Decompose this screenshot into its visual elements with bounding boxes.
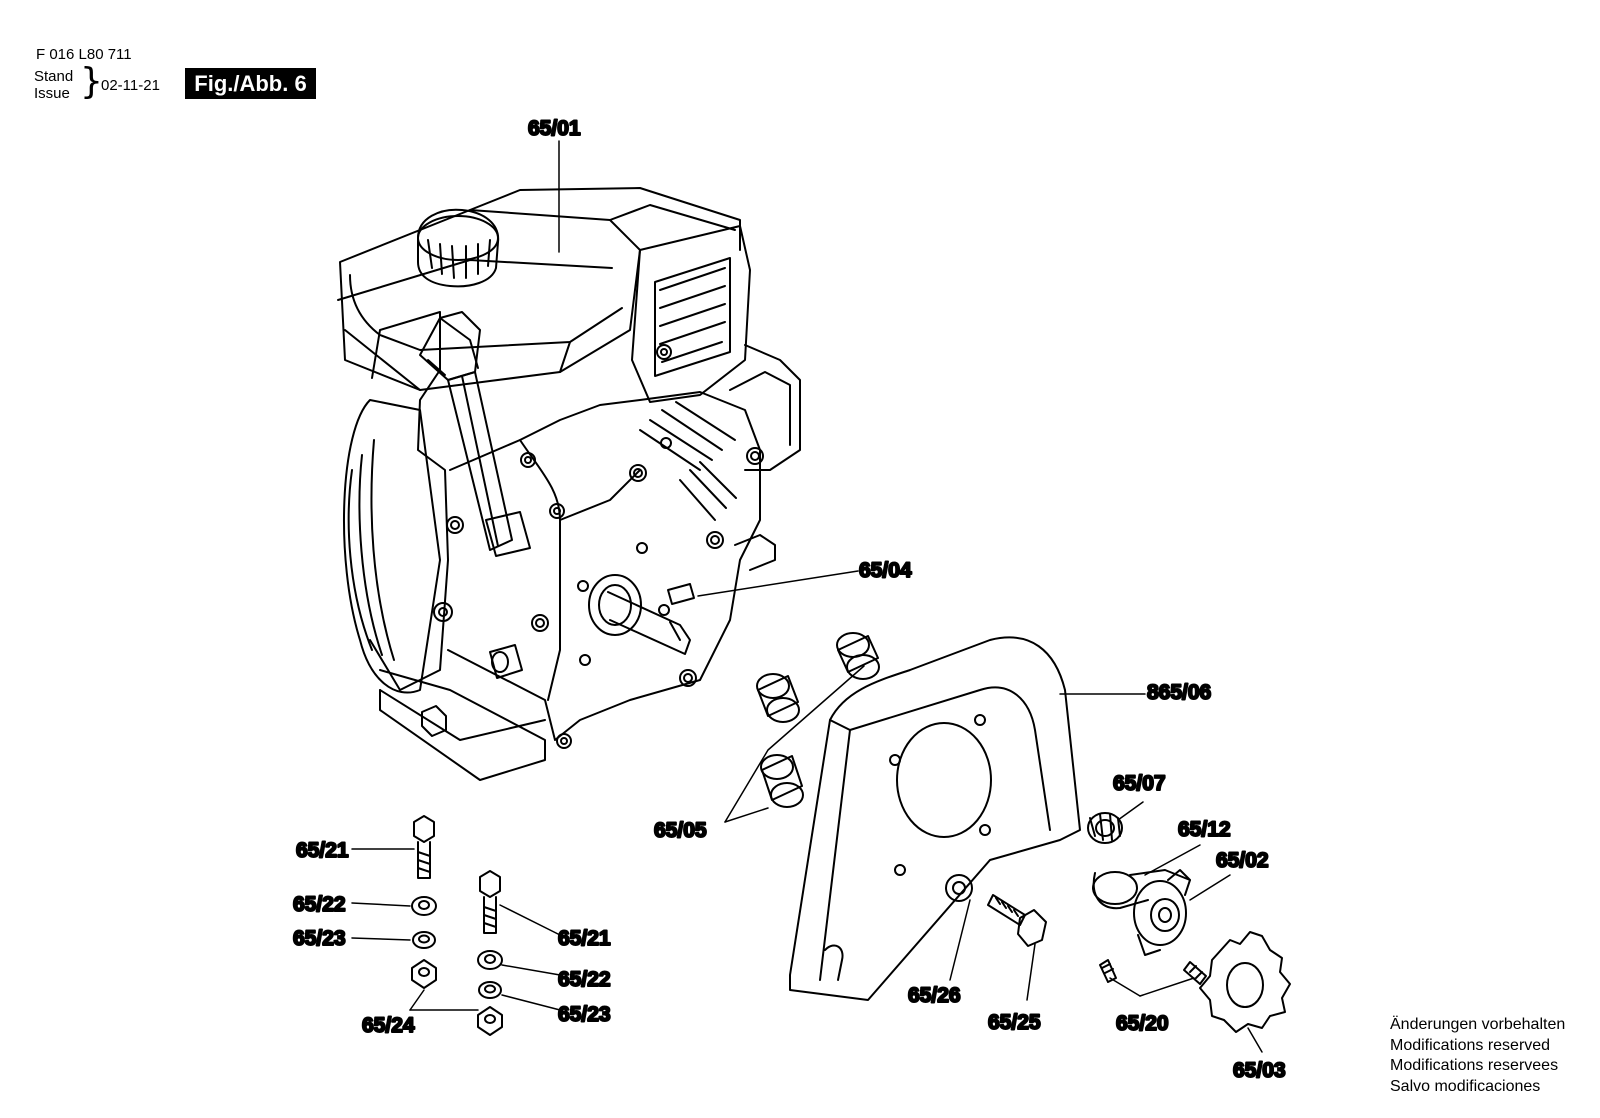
note-french: Modifications reservees (1390, 1057, 1559, 1074)
callout-65-20: 65/20 (1116, 1012, 1169, 1035)
callout-65-26: 65/26 (908, 984, 961, 1007)
sprocket-drawing (1199, 931, 1291, 1033)
callout-65-24: 65/24 (362, 1014, 415, 1037)
issue-date: 02-11-21 (101, 77, 160, 94)
callout-65-04: 65/04 (859, 559, 912, 582)
figure-label: Fig./Abb. 6 (185, 68, 316, 99)
pulley-drawing (1092, 869, 1191, 956)
washer-bolt-drawing (945, 874, 1207, 985)
impeller-housing-drawing (789, 636, 1081, 1001)
callout-65-22-right: 65/22 (558, 968, 611, 991)
callout-65-25: 65/25 (988, 1011, 1041, 1034)
modification-notes: Änderungen vorbehalten Modifications res… (1390, 1015, 1565, 1097)
callout-65-03: 65/03 (1233, 1059, 1286, 1082)
callout-65-12: 65/12 (1178, 818, 1231, 841)
callout-65-21-left: 65/21 (296, 839, 349, 862)
callout-65-02: 65/02 (1216, 849, 1269, 872)
bearing-drawing (1087, 812, 1123, 844)
stand-label: Stand (34, 68, 74, 85)
callout-65-01: 65/01 (528, 117, 581, 140)
leader-lines (351, 140, 1263, 1053)
callout-65-07: 65/07 (1113, 772, 1166, 795)
document-number: F 016 L80 711 (36, 46, 132, 63)
brace-icon: } (80, 61, 103, 102)
note-german: Änderungen vorbehalten (1390, 1016, 1566, 1033)
issue-label: Issue (34, 85, 70, 102)
callout-65-21-right: 65/21 (558, 927, 611, 950)
engine-drawing (337, 187, 801, 781)
callout-65-22-left: 65/22 (293, 893, 346, 916)
fasteners-left-drawing (411, 815, 503, 1036)
spacer-drawing (756, 632, 880, 808)
callout-65-05: 65/05 (654, 819, 707, 842)
note-spanish: Salvo modificaciones (1390, 1077, 1541, 1095)
note-english: Modifications reserved (1390, 1036, 1551, 1054)
callout-65-23-left: 65/23 (293, 927, 346, 950)
callout-865-06: 865/06 (1147, 681, 1211, 704)
callout-65-23-right: 65/23 (558, 1003, 611, 1026)
